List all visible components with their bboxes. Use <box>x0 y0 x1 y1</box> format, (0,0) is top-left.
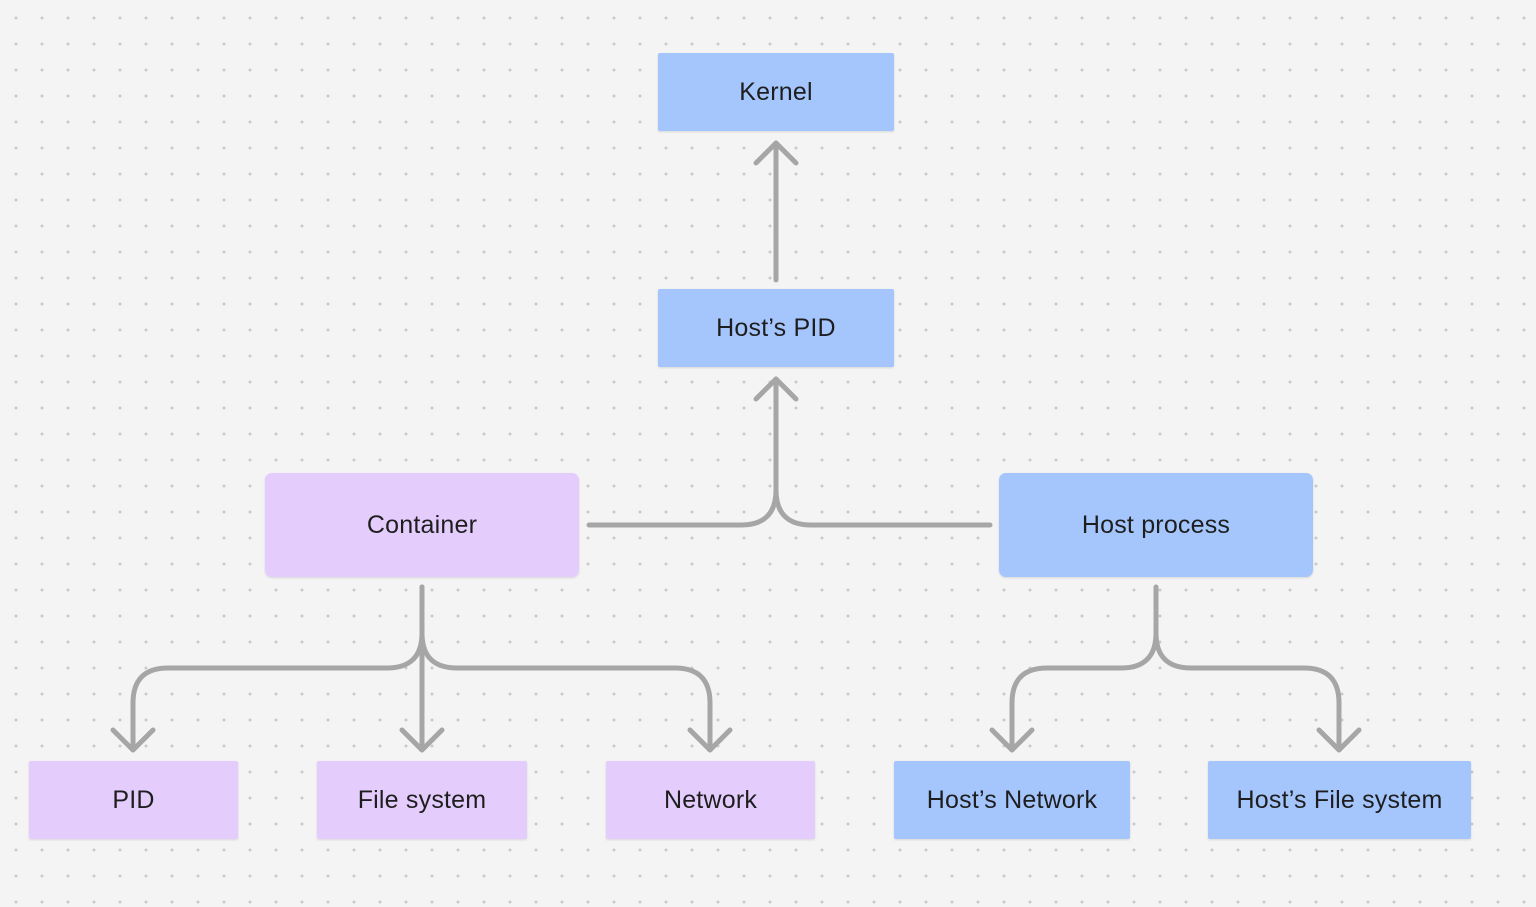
node-hosts-network[interactable]: Host’s Network <box>894 761 1130 839</box>
node-hosts-pid[interactable]: Host’s PID <box>658 289 894 367</box>
node-hosts-file-system-label: Host’s File system <box>1236 785 1443 814</box>
node-hosts-pid-label: Host’s PID <box>716 313 836 342</box>
connector-container-to-hosts-pid <box>586 376 779 528</box>
arrowhead-hosts-network <box>989 727 1035 753</box>
node-file-system-label: File system <box>357 785 487 814</box>
node-hosts-file-system[interactable]: Host’s File system <box>1208 761 1471 839</box>
arrowhead-hosts-file-system <box>1316 727 1362 753</box>
arrowhead-network <box>687 727 733 753</box>
node-host-process[interactable]: Host process <box>999 473 1313 577</box>
connector-container-to-pid <box>130 584 425 753</box>
arrowhead-pid <box>110 727 156 753</box>
node-network-label: Network <box>663 785 758 814</box>
connector-container-to-network <box>419 630 713 753</box>
node-pid[interactable]: PID <box>29 761 238 839</box>
connector-host-process-to-hosts-network <box>1009 584 1159 753</box>
node-container-label: Container <box>366 510 478 539</box>
arrowhead-hosts-pid <box>753 376 799 402</box>
node-kernel[interactable]: Kernel <box>658 53 894 131</box>
node-host-process-label: Host process <box>1081 510 1231 539</box>
node-kernel-label: Kernel <box>739 77 813 106</box>
node-pid-label: PID <box>112 785 155 814</box>
connector-host-process-to-hosts-file-system <box>1153 630 1342 753</box>
arrowhead-kernel <box>753 140 799 166</box>
connector-host-process-to-hosts-pid <box>773 487 993 528</box>
arrowhead-file-system <box>399 727 445 753</box>
node-network[interactable]: Network <box>606 761 815 839</box>
node-container[interactable]: Container <box>265 473 579 577</box>
node-file-system[interactable]: File system <box>317 761 527 839</box>
node-hosts-network-label: Host’s Network <box>926 785 1098 814</box>
